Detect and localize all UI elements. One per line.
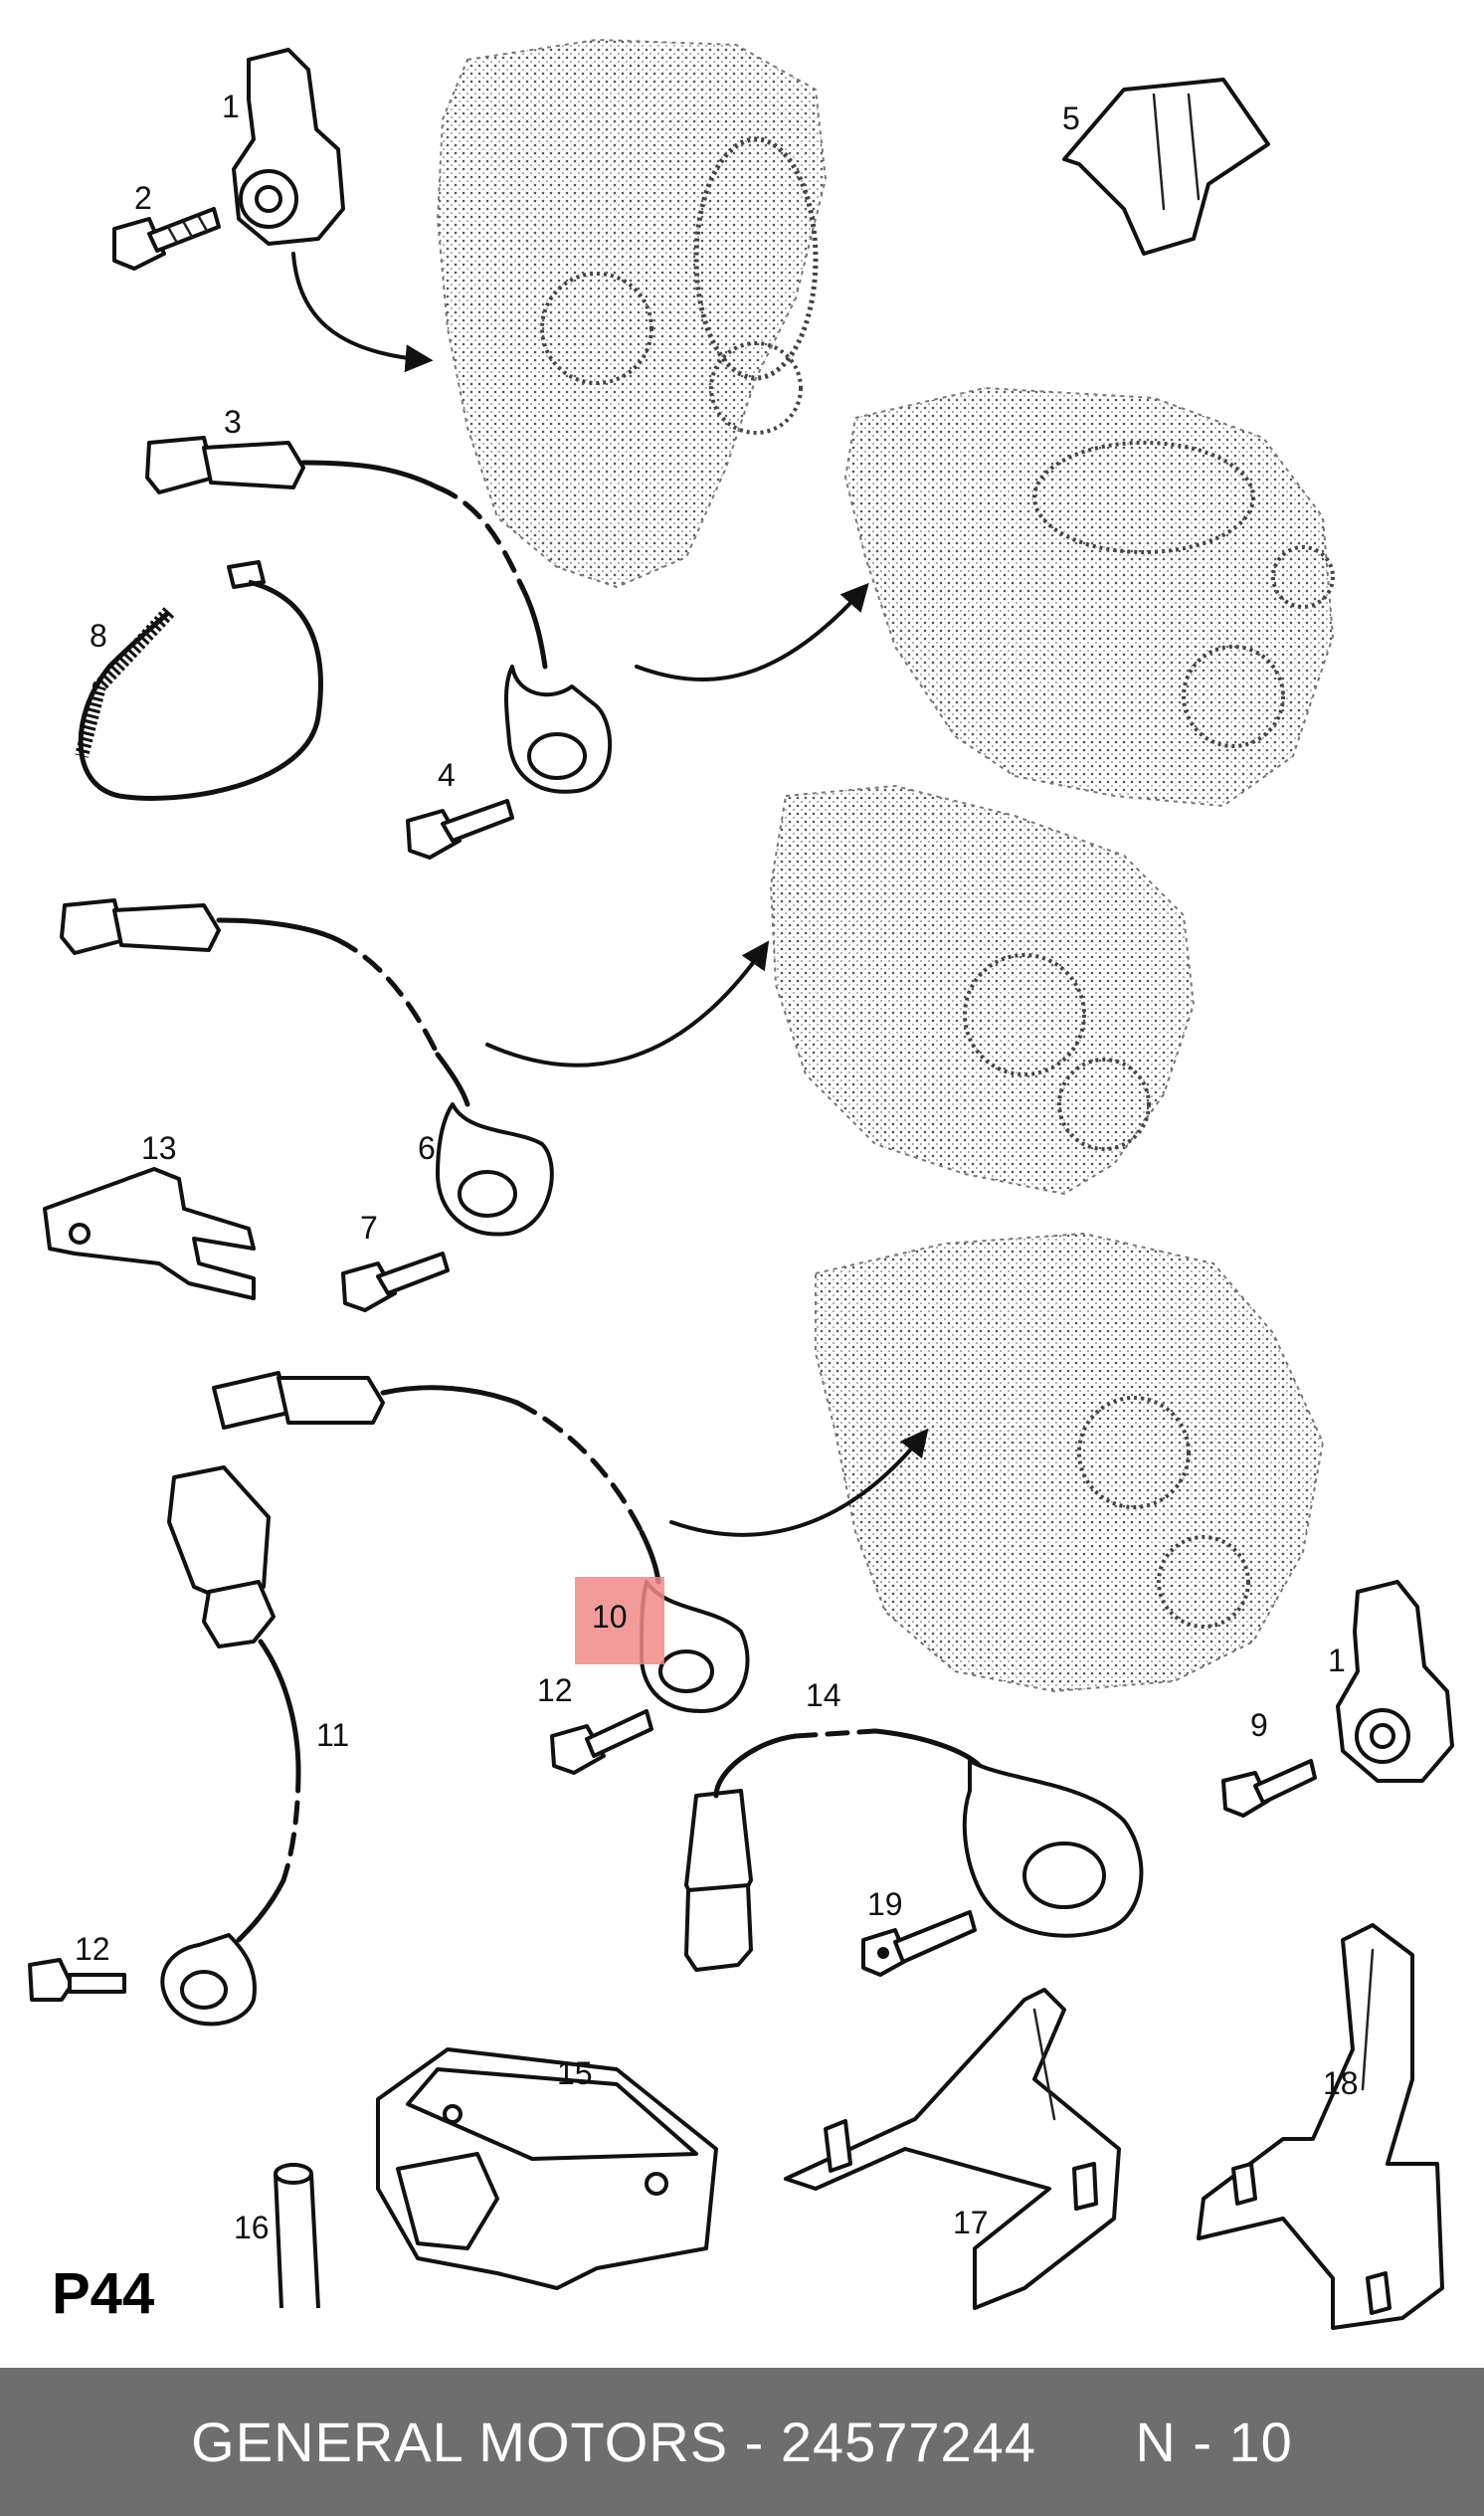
knock-sensor-cable-part-3[interactable] <box>145 436 613 794</box>
callout-17: 17 <box>953 2205 989 2240</box>
callout-10: 10 <box>592 1599 628 1635</box>
bracket-part-17[interactable] <box>784 1988 1121 2310</box>
callout-3: 3 <box>224 404 242 440</box>
callout-12-left: 12 <box>75 1931 110 1967</box>
bolt-part-4[interactable] <box>406 799 514 860</box>
bracket-part-18[interactable] <box>1197 1923 1444 2330</box>
knock-sensor-cable-part-11[interactable] <box>160 1465 301 2027</box>
page-code-label: P44 <box>52 2261 154 2326</box>
callout-6: 6 <box>418 1130 436 1166</box>
engine-illustration-3 <box>769 784 1196 1196</box>
knock-sensor-cable-part-14[interactable] <box>684 1728 1144 1972</box>
bracket-part-13[interactable] <box>43 1167 256 1300</box>
hose-part-16[interactable] <box>274 2163 320 2309</box>
callout-4: 4 <box>438 757 456 793</box>
bolt-part-2[interactable] <box>112 207 221 271</box>
engine-illustration-4 <box>815 1232 1325 1693</box>
control-module-part-15[interactable] <box>376 2047 718 2290</box>
bolt-part-9[interactable] <box>1221 1759 1317 1818</box>
footer-bar: GENERAL MOTORS - 24577244 N - 10 <box>0 2368 1484 2516</box>
clip-part-5[interactable] <box>1062 78 1270 256</box>
footer-part-info: GENERAL MOTORS - 24577244 N - 10 <box>191 2411 1293 2473</box>
bolt-part-12-left[interactable] <box>28 1958 126 2002</box>
callout-12-center: 12 <box>537 1672 573 1708</box>
bolt-part-19[interactable] <box>861 1910 977 1977</box>
callout-14: 14 <box>806 1677 841 1713</box>
knock-sensor-part-1[interactable] <box>232 48 345 246</box>
callout-5: 5 <box>1062 100 1080 136</box>
engine-illustration-2 <box>843 386 1335 808</box>
callout-1-top: 1 <box>222 89 240 124</box>
callout-13: 13 <box>141 1130 177 1166</box>
cable-tie-part-8[interactable] <box>75 560 323 801</box>
callout-16: 16 <box>234 2210 270 2245</box>
knock-sensor-cable-part-10[interactable] <box>212 1371 750 1713</box>
callout-2: 2 <box>134 180 152 216</box>
parts-diagram: 1 2 3 4 5 6 7 8 9 10 11 12 12 13 14 15 1… <box>28 38 1454 2330</box>
callout-15: 15 <box>557 2055 593 2091</box>
bolt-part-7[interactable] <box>341 1252 450 1312</box>
callout-18: 18 <box>1323 2065 1359 2101</box>
callout-11: 11 <box>316 1717 349 1753</box>
highlight-marker-part-10 <box>575 1577 664 1664</box>
bolt-part-12-center[interactable] <box>550 1709 653 1775</box>
callout-19: 19 <box>867 1886 903 1922</box>
knock-sensor-cable-part-6[interactable] <box>60 898 554 1237</box>
engine-illustration-1 <box>436 38 828 589</box>
callout-8: 8 <box>90 618 107 654</box>
knock-sensor-part-1-right[interactable] <box>1336 1580 1454 1783</box>
callout-9: 9 <box>1250 1707 1268 1743</box>
callout-7: 7 <box>360 1210 378 1246</box>
callout-1-right: 1 <box>1328 1643 1346 1678</box>
